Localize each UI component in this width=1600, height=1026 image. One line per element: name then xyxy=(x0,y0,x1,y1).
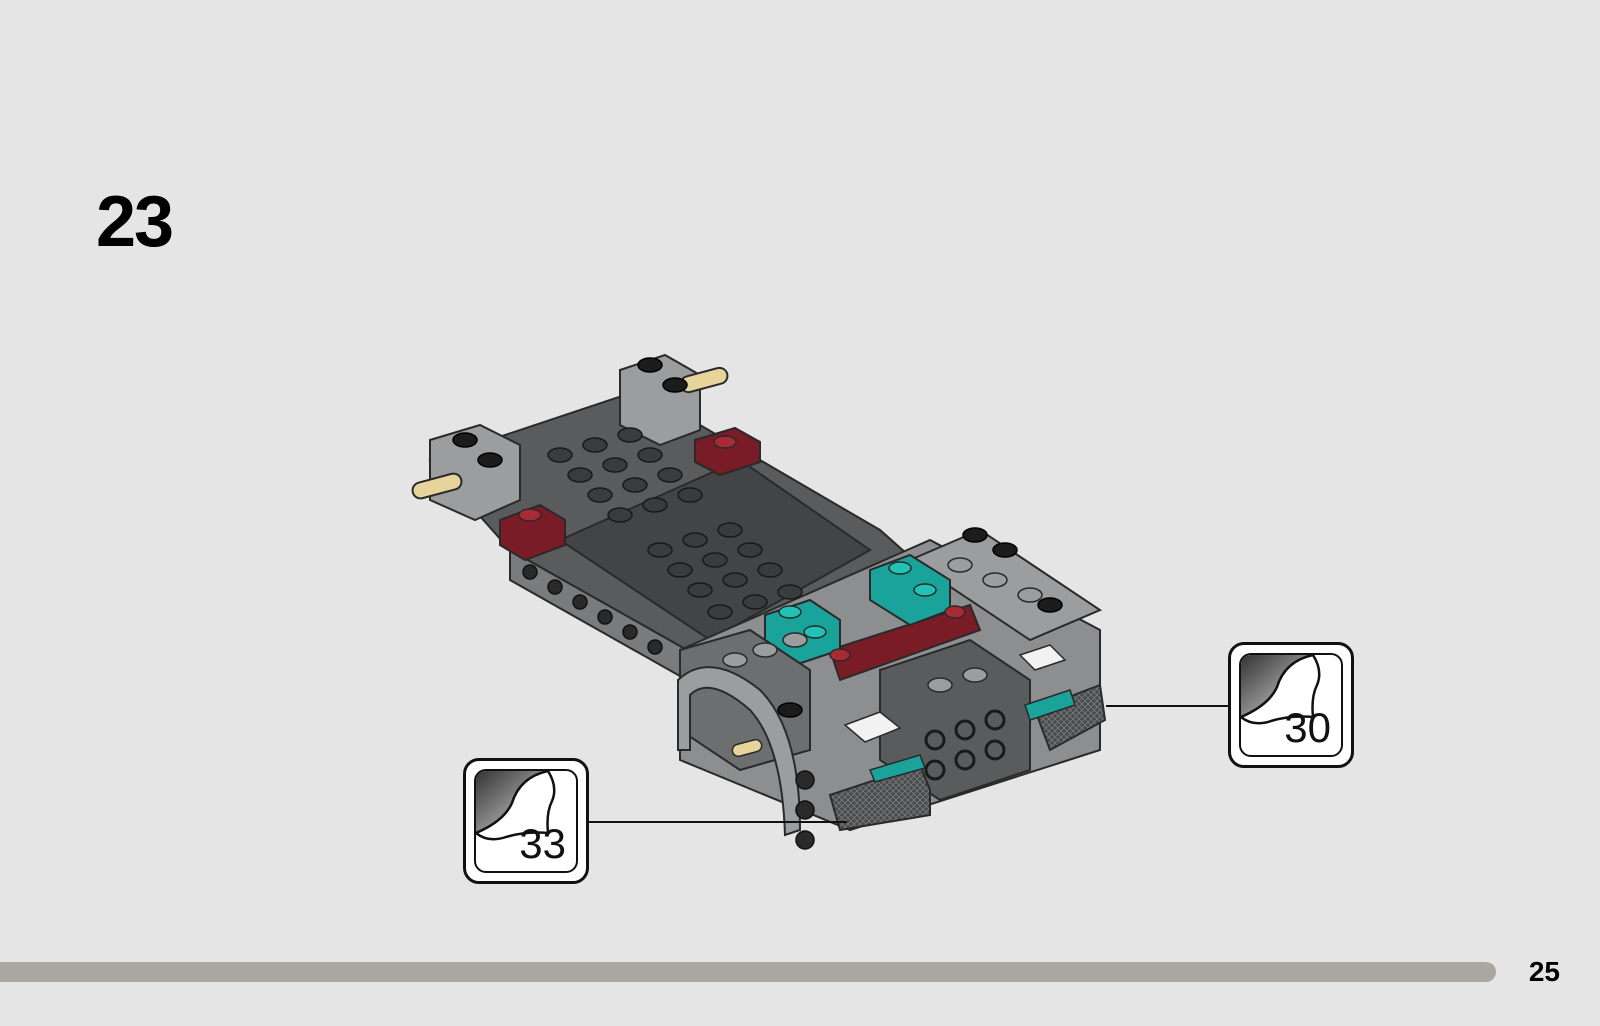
callout-line-30 xyxy=(1106,705,1230,707)
footer-progress-bar xyxy=(0,962,1496,982)
sticker-33-frame: 33 xyxy=(474,769,578,873)
sticker-number-30: 30 xyxy=(1284,707,1331,749)
callout-line-33 xyxy=(589,821,847,823)
sticker-number-33: 33 xyxy=(519,823,566,865)
page-number: 25 xyxy=(1529,958,1560,986)
step-number: 23 xyxy=(96,186,172,258)
sticker-callout-33: 33 xyxy=(463,758,589,884)
sticker-30-frame: 30 xyxy=(1239,653,1343,757)
sticker-callout-30: 30 xyxy=(1228,642,1354,768)
